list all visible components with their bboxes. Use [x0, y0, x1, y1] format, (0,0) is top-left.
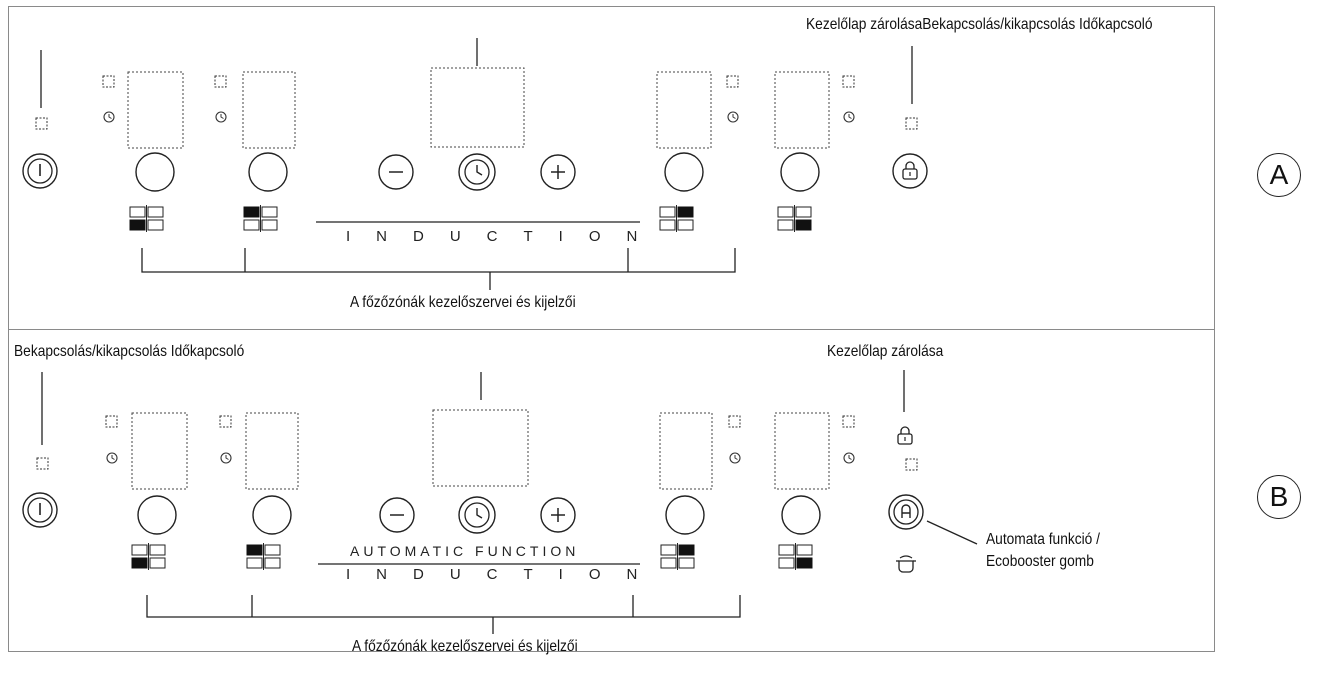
panel-b-letter: B [1257, 475, 1301, 519]
pot-icon [896, 555, 916, 573]
zone4-timer-icon-b [843, 452, 855, 464]
timer-icon [476, 165, 483, 176]
timer-display-b [432, 409, 529, 487]
auto-button-callout-line1: Automata funkció / [986, 531, 1100, 548]
zone3-timer-icon [727, 111, 739, 123]
lock-icon [897, 426, 913, 445]
zone2-knob-b[interactable] [252, 495, 292, 535]
zone1-timer-icon [103, 111, 115, 123]
power-button[interactable] [22, 153, 58, 189]
panel-a-callout-top-right: Kezelőlap zárolásaBekapcsolás/kikapcsolá… [806, 16, 1153, 33]
lock-button[interactable] [892, 153, 928, 189]
panel-b-zones-caption: A főzőzónák kezelőszervei és kijelzői [352, 638, 578, 655]
panel-b-drawing [22, 370, 978, 634]
zone3-position-icon [659, 205, 694, 232]
lock-led-icon [905, 117, 918, 130]
zone1-indicator-icon [102, 75, 115, 88]
panel-b-callout-lock: Kezelőlap zárolása [827, 343, 944, 360]
power-led-icon [35, 117, 48, 130]
panel-b-induction-label: INDUCTION [346, 566, 664, 583]
zone4-knob-b[interactable] [781, 495, 821, 535]
zone1-knob-b[interactable] [137, 495, 177, 535]
plus-button[interactable] [540, 154, 576, 190]
panel-a-drawing [22, 38, 928, 290]
zone1-knob[interactable] [135, 152, 175, 192]
panel-a [8, 6, 1215, 329]
auto-a-icon [901, 504, 911, 518]
minus-button-b[interactable] [379, 497, 415, 533]
zone2-position-icon-b [246, 543, 281, 570]
zone1-timer-icon-b [106, 452, 118, 464]
panel-b-automatic-function-label: AUTOMATIC FUNCTION [350, 543, 580, 559]
zone3-display-b [659, 412, 713, 490]
zone4-display [774, 71, 830, 149]
lock-led-icon-b [905, 458, 918, 471]
zone2-display [242, 71, 296, 149]
zone4-knob[interactable] [780, 152, 820, 192]
zone4-timer-icon [843, 111, 855, 123]
zone2-timer-icon-b [220, 452, 232, 464]
panel-a-induction-label: INDUCTION [346, 228, 664, 245]
timer-icon [476, 508, 483, 519]
auto-function-button[interactable] [888, 494, 924, 530]
zone4-indicator-icon-b [842, 415, 855, 428]
timer-display [430, 67, 525, 148]
zone2-position-icon [243, 205, 278, 232]
zone1-display [127, 71, 184, 149]
zone3-indicator-icon-b [728, 415, 741, 428]
panel-b-callout-top-left: Bekapcsolás/kikapcsolás Időkapcsoló [14, 343, 245, 360]
lock-icon [902, 161, 918, 180]
timer-button[interactable] [458, 153, 496, 191]
zone1-indicator-icon-b [105, 415, 118, 428]
zone3-knob-b[interactable] [665, 495, 705, 535]
power-button-b[interactable] [22, 492, 58, 528]
panel-a-letter: A [1257, 153, 1301, 197]
zone1-display-b [131, 412, 188, 490]
zone1-position-icon [129, 205, 164, 232]
zone4-position-icon-b [778, 543, 813, 570]
zone4-display-b [774, 412, 830, 490]
zone2-indicator-icon-b [219, 415, 232, 428]
zone2-indicator-icon [214, 75, 227, 88]
minus-button[interactable] [378, 154, 414, 190]
panel-a-zones-caption: A főzőzónák kezelőszervei és kijelzői [350, 294, 576, 311]
plus-button-b[interactable] [540, 497, 576, 533]
zone2-knob[interactable] [248, 152, 288, 192]
zone3-knob[interactable] [664, 152, 704, 192]
zone3-indicator-icon [726, 75, 739, 88]
timer-button-b[interactable] [458, 496, 496, 534]
zone2-display-b [245, 412, 299, 490]
power-led-icon-b [36, 457, 49, 470]
zone3-timer-icon-b [729, 452, 741, 464]
panel-b [8, 329, 1215, 652]
zone3-position-icon-b [660, 543, 695, 570]
zone2-timer-icon [215, 111, 227, 123]
zone1-position-icon-b [131, 543, 166, 570]
zone4-indicator-icon [842, 75, 855, 88]
zone3-display [656, 71, 712, 149]
zone4-position-icon [777, 205, 812, 232]
auto-button-callout-line2: Ecobooster gomb [986, 553, 1094, 570]
